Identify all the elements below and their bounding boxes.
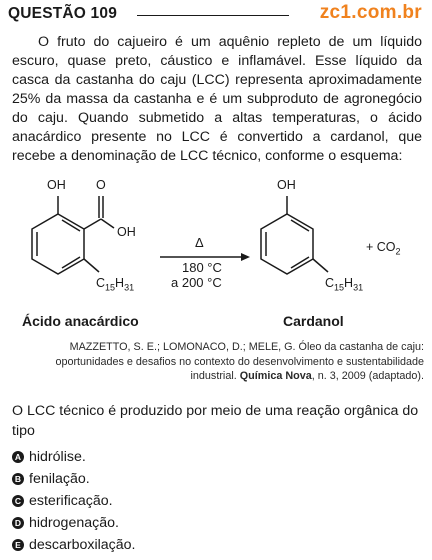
option-e[interactable]: E descarboxilação. [12,534,422,556]
product-chain-bond [312,258,329,273]
option-c-badge-icon: C [12,495,24,507]
product-oh-label: OH [277,178,296,192]
option-d-text: hidrogenação. [29,515,119,531]
answer-options: A hidrólise. B fenilação. C esterificaçã… [12,446,422,556]
reactant-chain-bond [83,258,100,273]
reaction-arrow-head [241,253,250,261]
option-e-text: descarboxilação. [29,537,136,553]
option-b-badge-icon: B [12,473,24,485]
reference-details: , n. 3, 2009 (adaptado). [311,370,424,382]
question-header: QUESTÃO 109 zc1.com.br [8,2,424,26]
reaction-condition-1: 180 °C [182,260,222,275]
reference-journal: Química Nova [239,370,312,382]
reaction-condition-2: a 200 °C [171,275,222,290]
reference-citation: MAZZETTO, S. E.; LOMONACO, D.; MELE, G. … [24,340,424,384]
reactant-acid-oh-label: OH [117,225,136,239]
header-rule [137,15,289,16]
product-chain-label: C15H31 [325,276,364,293]
option-e-badge-icon: E [12,539,24,551]
byproduct-co2-label: + CO2 [366,240,401,257]
reactant-carboxyl-bond [83,218,102,230]
option-d[interactable]: D hidrogenação. [12,512,422,534]
option-b[interactable]: B fenilação. [12,468,422,490]
option-c[interactable]: C esterificação. [12,490,422,512]
reactant-chain-label: C15H31 [96,276,135,293]
option-d-badge-icon: D [12,517,24,529]
question-statement: O fruto do cajueiro é um aquênio repleto… [12,34,422,164]
product-benzene-ring [260,213,314,275]
reactant-acid-oh-bond [100,218,115,229]
question-prompt: O LCC técnico é produzido por meio de um… [12,403,419,439]
reactant-oh-label: OH [47,178,66,192]
product-name: Cardanol [283,313,344,329]
reactant-name: Ácido anacárdico [22,313,139,329]
option-b-text: fenilação. [29,471,90,487]
reactant-carbonyl-o-label: O [96,178,106,192]
site-brand: zc1.com.br [319,2,422,23]
reference-authors-title: MAZZETTO, S. E.; LOMONACO, D.; MELE, G. … [55,341,424,382]
option-a[interactable]: A hidrólise. [12,446,422,468]
question-number: QUESTÃO 109 [8,5,118,22]
option-a-badge-icon: A [12,451,24,463]
reaction-scheme: OH O OH C15H31 Δ 180 °C a 200 °C OH C15H… [0,172,432,362]
option-a-text: hidrólise. [29,449,86,465]
option-c-text: esterificação. [29,493,113,509]
heat-symbol: Δ [195,235,204,250]
reaction-scheme-drawing [31,196,329,275]
reactant-benzene-ring [31,213,85,275]
